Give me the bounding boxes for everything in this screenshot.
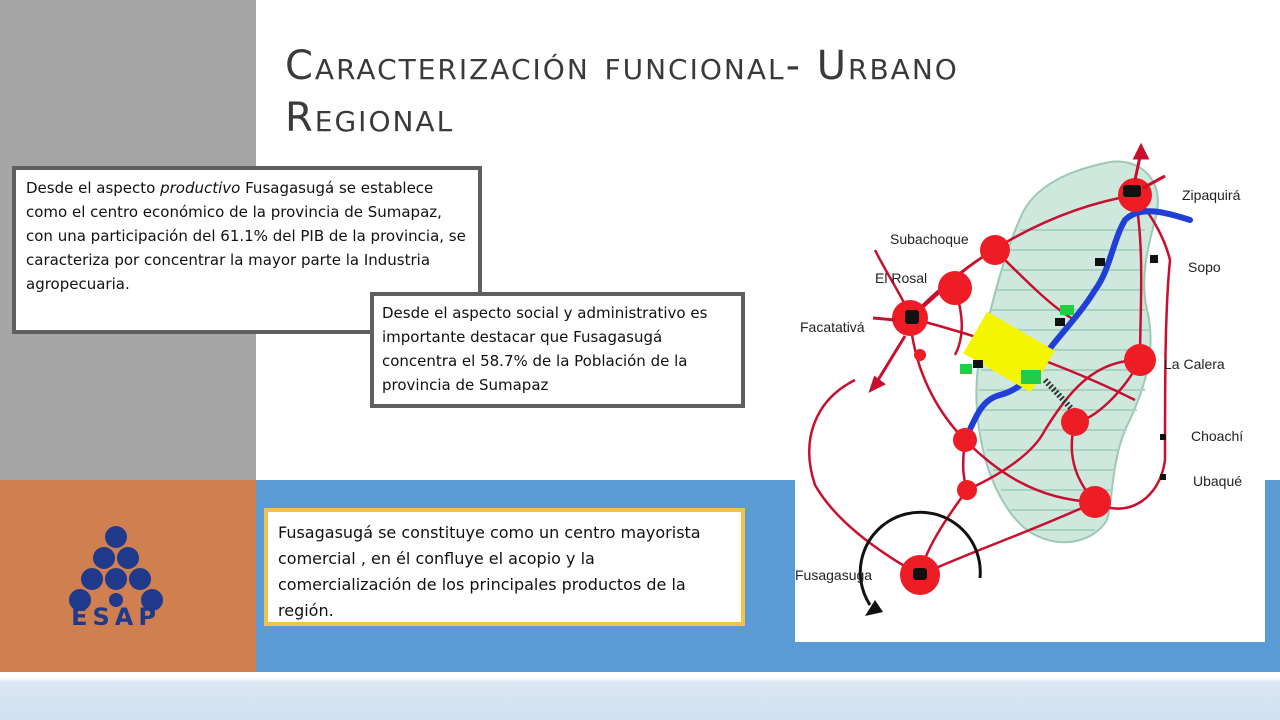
social-aspect-box: Desde el aspecto social y administrativo…	[370, 292, 745, 408]
label-facatativa: Facatativá	[800, 319, 865, 335]
label-fusagasuga: Fusagasuga	[795, 567, 872, 583]
orange-side-panel	[0, 480, 256, 672]
map-river	[962, 208, 1193, 443]
label-zipaquira: Zipaquirá	[1182, 187, 1241, 203]
map-buildings	[905, 185, 1166, 580]
label-ubaque: Ubaqué	[1193, 473, 1242, 489]
commercial-center-box: Fusagasugá se constituye como un centro …	[264, 508, 745, 626]
social-text: Desde el aspecto social y administrativo…	[382, 304, 708, 394]
map-rail-line	[1042, 377, 1083, 421]
title-line-2: Regional	[285, 95, 455, 141]
productive-emphasis: productivo	[160, 179, 241, 197]
title-line-1: Caracterización funcional- Urbano	[285, 43, 959, 89]
label-choachi: Choachí	[1191, 428, 1243, 444]
label-el-rosal: El Rosal	[875, 270, 927, 286]
regional-map-graphic: Zipaquirá Subachoque Sopo El Rosal Facat…	[795, 142, 1243, 616]
map-arrows	[868, 142, 1166, 393]
bottom-stripe	[0, 672, 1280, 720]
esap-logo: ESAP	[58, 525, 178, 631]
label-subachoque: Subachoque	[890, 231, 969, 247]
map-hatching	[979, 229, 1151, 531]
productive-text-before: Desde el aspecto	[26, 179, 161, 197]
regional-map: Zipaquirá Subachoque Sopo El Rosal Facat…	[795, 140, 1265, 642]
esap-logo-graphic: ESAP	[69, 526, 163, 631]
svg-text:ESAP: ESAP	[71, 603, 161, 630]
productive-text-after: Fusagasugá se establece como el centro e…	[26, 179, 466, 293]
label-sopo: Sopo	[1188, 259, 1221, 275]
fusagasuga-circle	[858, 510, 982, 606]
slide-title: Caracterización funcional- Urbano Region…	[285, 40, 1185, 144]
label-la-calera: La Calera	[1164, 356, 1225, 372]
commercial-text: Fusagasugá se constituye como un centro …	[278, 523, 701, 620]
